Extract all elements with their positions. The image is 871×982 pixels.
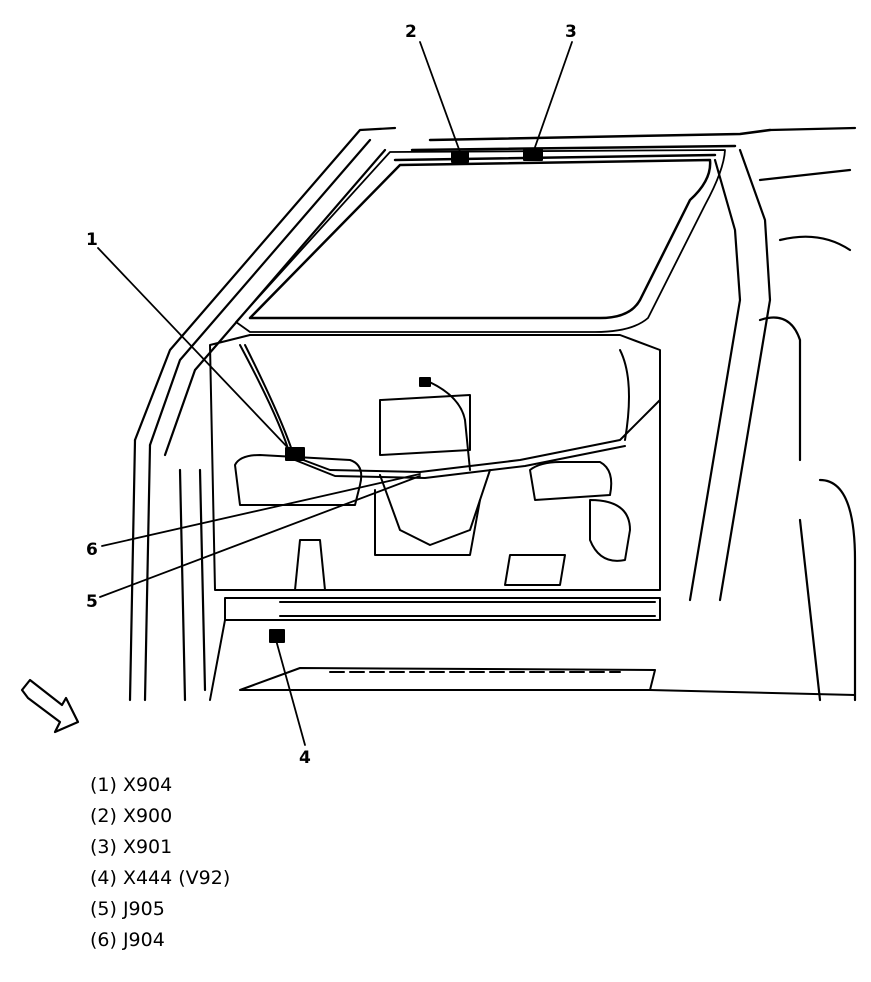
- leader-lines: [97, 41, 573, 746]
- rear-sill: [209, 597, 856, 701]
- rear-window-opening: [235, 149, 726, 333]
- connector-small: [419, 377, 431, 387]
- callout-2: 2: [405, 22, 417, 42]
- right-pillar: [688, 126, 857, 702]
- connector-x900: [451, 151, 469, 163]
- leader-3: [533, 41, 573, 151]
- connectors: [269, 149, 543, 643]
- leader-5: [99, 475, 421, 598]
- connector-x901: [523, 149, 543, 161]
- liftgate-opening-illustration: [20, 41, 857, 746]
- callout-4: 4: [299, 748, 311, 768]
- legend-item: (6) J904: [90, 929, 165, 951]
- front-arrow-icon: [20, 678, 80, 734]
- callout-5: 5: [86, 592, 98, 612]
- legend-item: (3) X901: [90, 836, 173, 858]
- legend-list: (1) X904 (2) X900 (3) X901 (4) X444 (V92…: [90, 770, 230, 956]
- legend-item: (4) X444 (V92): [90, 867, 231, 889]
- leader-2: [419, 41, 461, 153]
- legend-item: (2) X900: [90, 805, 173, 827]
- legend-item: (1) X904: [90, 774, 173, 796]
- roof-rail: [393, 128, 772, 162]
- callout-3: 3: [565, 22, 577, 42]
- leader-4: [275, 639, 306, 746]
- wiring-harness: [239, 344, 661, 546]
- legend-item: (5) J905: [90, 898, 165, 920]
- inner-panel: [209, 334, 661, 591]
- callout-6: 6: [86, 540, 98, 560]
- left-pillar: [128, 126, 397, 702]
- leader-1: [97, 247, 293, 453]
- callout-1: 1: [86, 230, 98, 250]
- leader-6: [101, 473, 421, 547]
- connector-x444: [269, 629, 285, 643]
